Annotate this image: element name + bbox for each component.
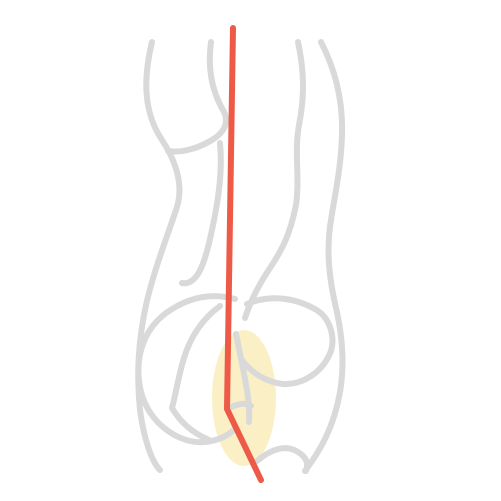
body-outline xyxy=(135,39,346,474)
center-crease-outline xyxy=(233,331,253,425)
inner-left-hip-outline xyxy=(179,140,224,287)
inner-left-waist-outline xyxy=(165,39,230,155)
right-torso-outline xyxy=(242,39,306,321)
left-torso-outline xyxy=(135,39,183,473)
center-lower-crease-outline xyxy=(228,400,254,410)
left-gluteal-fold-outline xyxy=(169,303,223,443)
right-lower-cheek-outline xyxy=(254,445,311,474)
right-buttock-outline xyxy=(239,295,336,388)
posture-marker-line xyxy=(224,25,264,483)
right-back-outline xyxy=(302,39,346,474)
